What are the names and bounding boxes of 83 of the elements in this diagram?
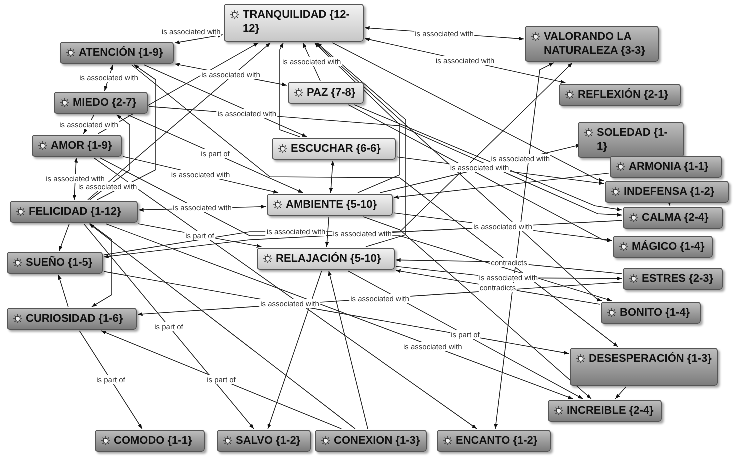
arrow bbox=[94, 158, 478, 430]
arrow bbox=[106, 224, 574, 400]
arrow bbox=[667, 200, 672, 206]
code-box bbox=[217, 430, 311, 452]
node-label: ARMONIA {1-1} bbox=[629, 160, 709, 174]
node-label: BONITO {1-4} bbox=[620, 306, 690, 320]
code-box bbox=[623, 207, 723, 229]
code-box bbox=[224, 4, 364, 42]
code-box bbox=[7, 252, 103, 274]
arrow bbox=[354, 104, 622, 212]
code-box bbox=[267, 194, 393, 216]
arrow bbox=[316, 42, 406, 248]
arrow bbox=[174, 34, 224, 44]
node-label: RELAJACIÓN {5-10} bbox=[276, 252, 382, 266]
arrow bbox=[314, 42, 400, 194]
code-box bbox=[60, 42, 174, 64]
code-box bbox=[272, 138, 396, 160]
node-label: SALVO {1-2} bbox=[236, 434, 301, 448]
code-box bbox=[559, 84, 681, 106]
node-label: REFLEXIÓN {2-1} bbox=[578, 88, 668, 102]
code-box bbox=[10, 201, 138, 223]
code-box bbox=[7, 308, 137, 330]
node-label: INDEFENSA {1-2} bbox=[624, 185, 715, 199]
arrow bbox=[131, 64, 619, 348]
node-label: CONEXION {1-3} bbox=[334, 434, 420, 448]
code-box bbox=[257, 248, 395, 270]
node-label: SOLEDAD {1-1} bbox=[597, 126, 669, 154]
arrow bbox=[101, 330, 342, 430]
code-box bbox=[288, 82, 364, 104]
arrow bbox=[280, 42, 300, 138]
node-label: INCREIBLE {2-4} bbox=[567, 404, 654, 418]
arrow bbox=[59, 224, 70, 252]
code-box bbox=[548, 400, 662, 422]
arrow bbox=[90, 224, 112, 308]
arrow bbox=[363, 216, 592, 400]
node-label: MIEDO {2-7} bbox=[73, 96, 137, 110]
code-box bbox=[525, 26, 659, 62]
node-label: ATENCIÓN {1-9} bbox=[79, 46, 164, 60]
arrow bbox=[79, 330, 143, 430]
arrow bbox=[332, 42, 604, 182]
code-box bbox=[95, 430, 205, 452]
node-label: DESESPERACIÓN {1-3} bbox=[589, 352, 712, 366]
code-box bbox=[623, 268, 723, 290]
arrow bbox=[268, 270, 322, 430]
arrow bbox=[316, 42, 602, 302]
arrow bbox=[494, 62, 554, 430]
arrow bbox=[615, 386, 627, 400]
code-box bbox=[610, 156, 722, 178]
arrow bbox=[84, 224, 254, 430]
node-label: AMBIENTE {5-10} bbox=[286, 198, 378, 212]
arrow bbox=[325, 216, 330, 248]
node-label: COMODO {1-1} bbox=[114, 434, 192, 448]
node-label: CALMA {2-4} bbox=[642, 211, 709, 225]
arrow bbox=[144, 64, 308, 138]
code-box bbox=[578, 122, 684, 158]
node-label: SUEÑO {1-5} bbox=[26, 256, 93, 270]
node-label: FELICIDAD {1-12} bbox=[29, 205, 122, 219]
node-label: MÁGICO {1-4} bbox=[632, 240, 705, 254]
arrow bbox=[329, 160, 335, 194]
code-box bbox=[315, 430, 427, 452]
node-label: PAZ {7-8} bbox=[307, 86, 356, 100]
arrow bbox=[97, 64, 156, 200]
node-label: ENCANTO {1-2} bbox=[456, 434, 538, 448]
arrow bbox=[348, 104, 612, 242]
code-box bbox=[601, 302, 701, 324]
code-box bbox=[570, 348, 718, 386]
arrow bbox=[394, 173, 610, 200]
node-label: TRANQUILIDAD {12-12} bbox=[243, 8, 351, 36]
arrow bbox=[89, 224, 356, 430]
node-label: VALORANDO LA NATURALEZA {3-3} bbox=[544, 30, 646, 58]
arrow bbox=[328, 270, 368, 430]
arrow bbox=[128, 114, 304, 194]
code-box bbox=[613, 236, 713, 258]
node-label: ESTRES {2-3} bbox=[642, 272, 714, 286]
node-label: AMOR {1-9} bbox=[51, 139, 112, 153]
node-label: CURIOSIDAD {1-6} bbox=[26, 312, 124, 326]
code-box bbox=[32, 135, 122, 157]
node-label: ESCUCHAR {6-6} bbox=[291, 142, 381, 156]
code-box bbox=[437, 430, 551, 452]
arrow bbox=[88, 42, 272, 200]
arrow bbox=[58, 274, 69, 308]
code-box bbox=[54, 92, 148, 114]
code-box bbox=[605, 181, 729, 203]
